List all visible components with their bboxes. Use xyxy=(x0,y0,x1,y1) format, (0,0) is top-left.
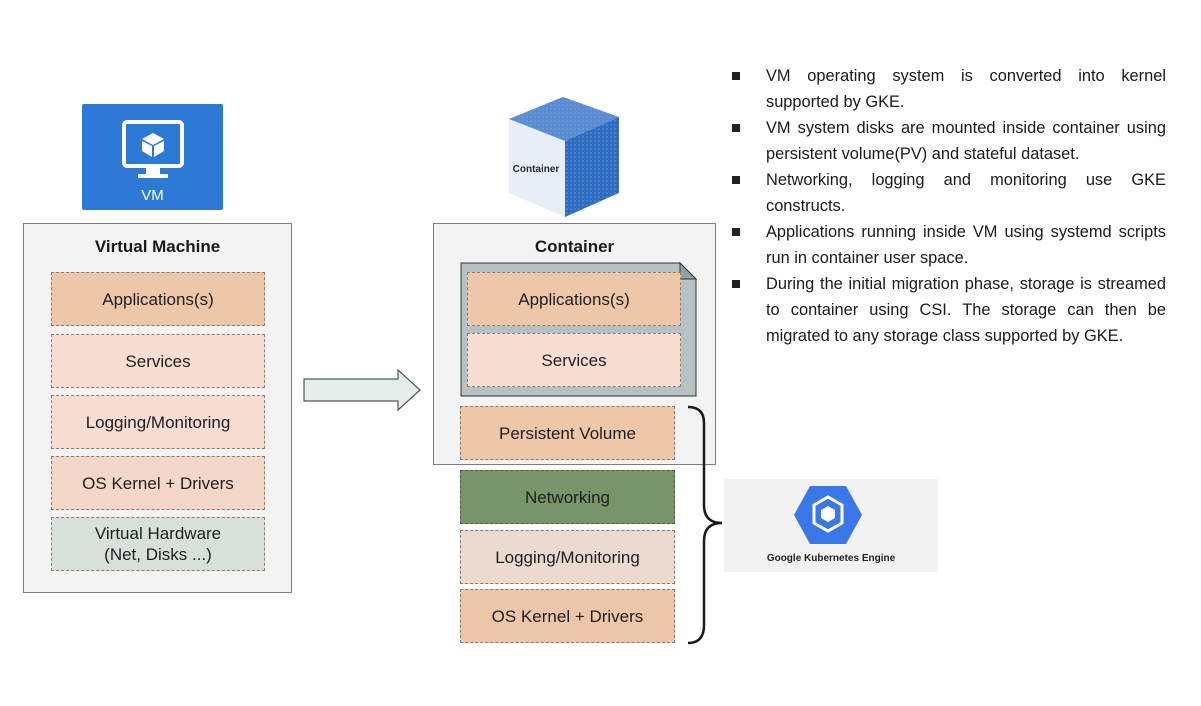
container-icon-label: Container xyxy=(512,164,560,175)
migration-arrow xyxy=(303,368,421,412)
note-item: Networking, logging and monitoring use G… xyxy=(728,167,1166,219)
vm-layer-os-kernel: OS Kernel + Drivers xyxy=(51,456,265,510)
container-cube-icon xyxy=(509,97,619,217)
monitor-cube-icon xyxy=(122,120,184,178)
container-layer-applications: Applications(s) xyxy=(467,272,681,326)
migration-notes-list: VM operating system is converted into ke… xyxy=(728,63,1166,349)
note-text: Applications running inside VM using sys… xyxy=(766,223,1166,267)
square-bullet-icon xyxy=(732,72,740,80)
vm-icon-tile: VM xyxy=(82,104,223,210)
vm-icon-label: VM xyxy=(141,187,164,204)
note-item: VM system disks are mounted inside conta… xyxy=(728,115,1166,167)
virtual-machine-panel: Virtual Machine Applications(s) Services… xyxy=(23,223,292,593)
square-bullet-icon xyxy=(732,176,740,184)
note-text: During the initial migration phase, stor… xyxy=(766,275,1166,345)
square-bullet-icon xyxy=(732,280,740,288)
note-text: VM system disks are mounted inside conta… xyxy=(766,119,1166,163)
container-layer-services: Services xyxy=(467,333,681,387)
vm-layer-services: Services xyxy=(51,334,265,388)
vm-layer-applications: Applications(s) xyxy=(51,272,265,326)
gke-logo: Google Kubernetes Engine xyxy=(724,479,938,572)
kubernetes-hexagon-icon xyxy=(794,486,862,544)
note-item: During the initial migration phase, stor… xyxy=(728,271,1166,349)
note-text: Networking, logging and monitoring use G… xyxy=(766,171,1166,215)
vm-layer-logging-monitoring: Logging/Monitoring xyxy=(51,395,265,449)
note-item: VM operating system is converted into ke… xyxy=(728,63,1166,115)
virtual-machine-title: Virtual Machine xyxy=(94,237,221,256)
note-text: VM operating system is converted into ke… xyxy=(766,67,1166,111)
note-item: Applications running inside VM using sys… xyxy=(728,219,1166,271)
vm-layer-virtual-hardware: Virtual Hardware (Net, Disks ...) xyxy=(51,517,265,571)
container-layer-persistent-volume: Persistent Volume xyxy=(460,406,675,460)
gke-layer-os-kernel: OS Kernel + Drivers xyxy=(460,589,675,643)
gke-layer-logging-monitoring: Logging/Monitoring xyxy=(460,530,675,584)
container-title: Container xyxy=(534,237,615,256)
gke-logo-label: Google Kubernetes Engine xyxy=(766,553,896,564)
gke-brace xyxy=(687,405,723,645)
square-bullet-icon xyxy=(732,228,740,236)
square-bullet-icon xyxy=(732,124,740,132)
gke-layer-networking: Networking xyxy=(460,470,675,524)
